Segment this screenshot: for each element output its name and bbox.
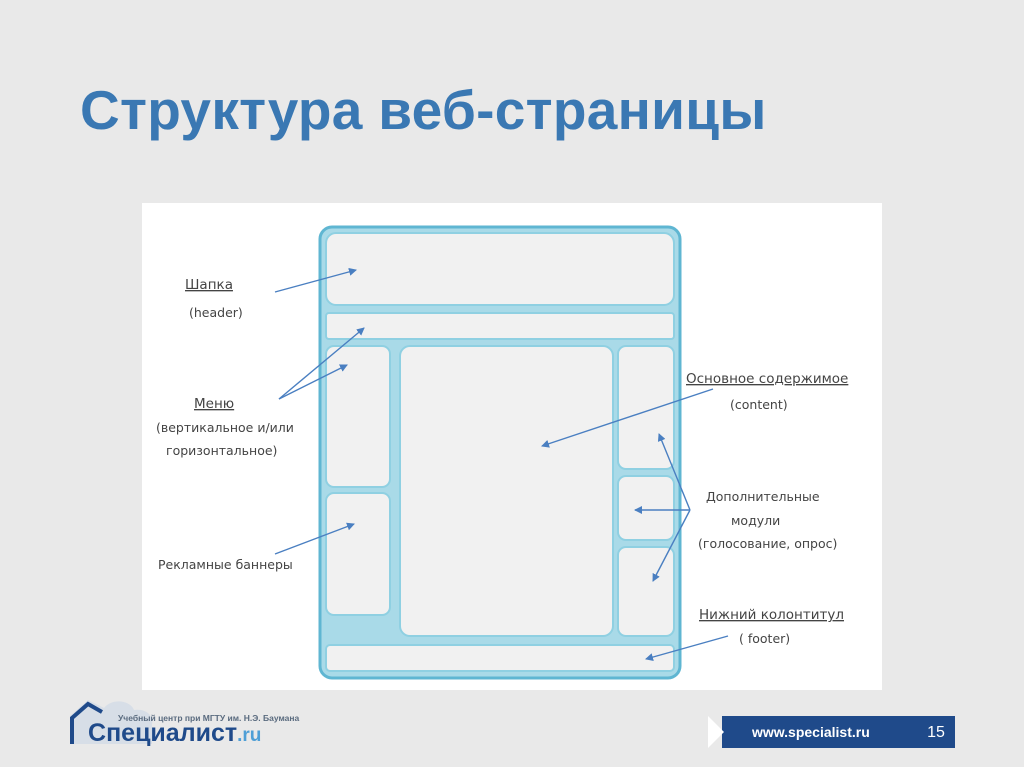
- logo-main: пециалист: [106, 719, 238, 747]
- slide-title: Структура веб-страницы: [80, 79, 767, 141]
- label-menu-en-1: (вертикальное и/или: [156, 420, 294, 435]
- label-menu: Меню: [194, 396, 234, 412]
- header-block: [325, 232, 675, 306]
- logo-caption: Учебный центр при МГТУ им. Н.Э. Баумана: [118, 713, 300, 723]
- label-footer-en: ( footer): [739, 631, 790, 646]
- arrow-module-3: [652, 509, 691, 582]
- label-modules-2: модули: [731, 513, 780, 528]
- arrow-menu-top: [278, 327, 365, 400]
- arrow-footer: [645, 635, 729, 661]
- label-modules-3: (голосование, опрос): [698, 536, 837, 551]
- label-menu-en-2: горизонтальное): [166, 443, 277, 458]
- left-banner-block: [325, 492, 391, 616]
- module-block-2: [617, 475, 675, 541]
- url-bar-arrow-icon: [708, 716, 724, 748]
- label-footer: Нижний колонтитул: [699, 607, 844, 623]
- url-bar: [722, 716, 955, 748]
- left-menu-block: [325, 345, 391, 488]
- arrow-menu-left: [278, 364, 348, 400]
- footer-block: [325, 644, 675, 672]
- site-url-link[interactable]: www.specialist.ru: [752, 724, 870, 740]
- label-content-en: (content): [730, 397, 788, 412]
- arrow-banners: [274, 522, 355, 555]
- label-header: Шапка: [185, 277, 233, 293]
- web-page-structure-diagram: Шапка (header) Меню (вертикальное и/или …: [142, 203, 882, 690]
- logo-cloud-icon: [70, 700, 153, 744]
- label-modules-1: Дополнительные: [706, 489, 820, 504]
- module-block-3: [617, 546, 675, 637]
- logo-letter: С: [88, 719, 107, 747]
- arrow-content: [541, 388, 714, 448]
- logo-tld: .ru: [237, 725, 262, 746]
- arrow-module-1: [657, 433, 691, 511]
- horizontal-menu-block: [325, 312, 675, 340]
- slide-number: 15: [927, 724, 945, 741]
- arrow-header: [274, 267, 357, 293]
- label-content: Основное содержимое: [686, 371, 848, 387]
- content-block: [399, 345, 614, 637]
- label-header-en: (header): [189, 305, 243, 320]
- label-banners: Рекламные баннеры: [158, 557, 293, 572]
- logo-wordmark: Специалист.ru: [88, 719, 261, 748]
- specialist-logo: [70, 700, 153, 744]
